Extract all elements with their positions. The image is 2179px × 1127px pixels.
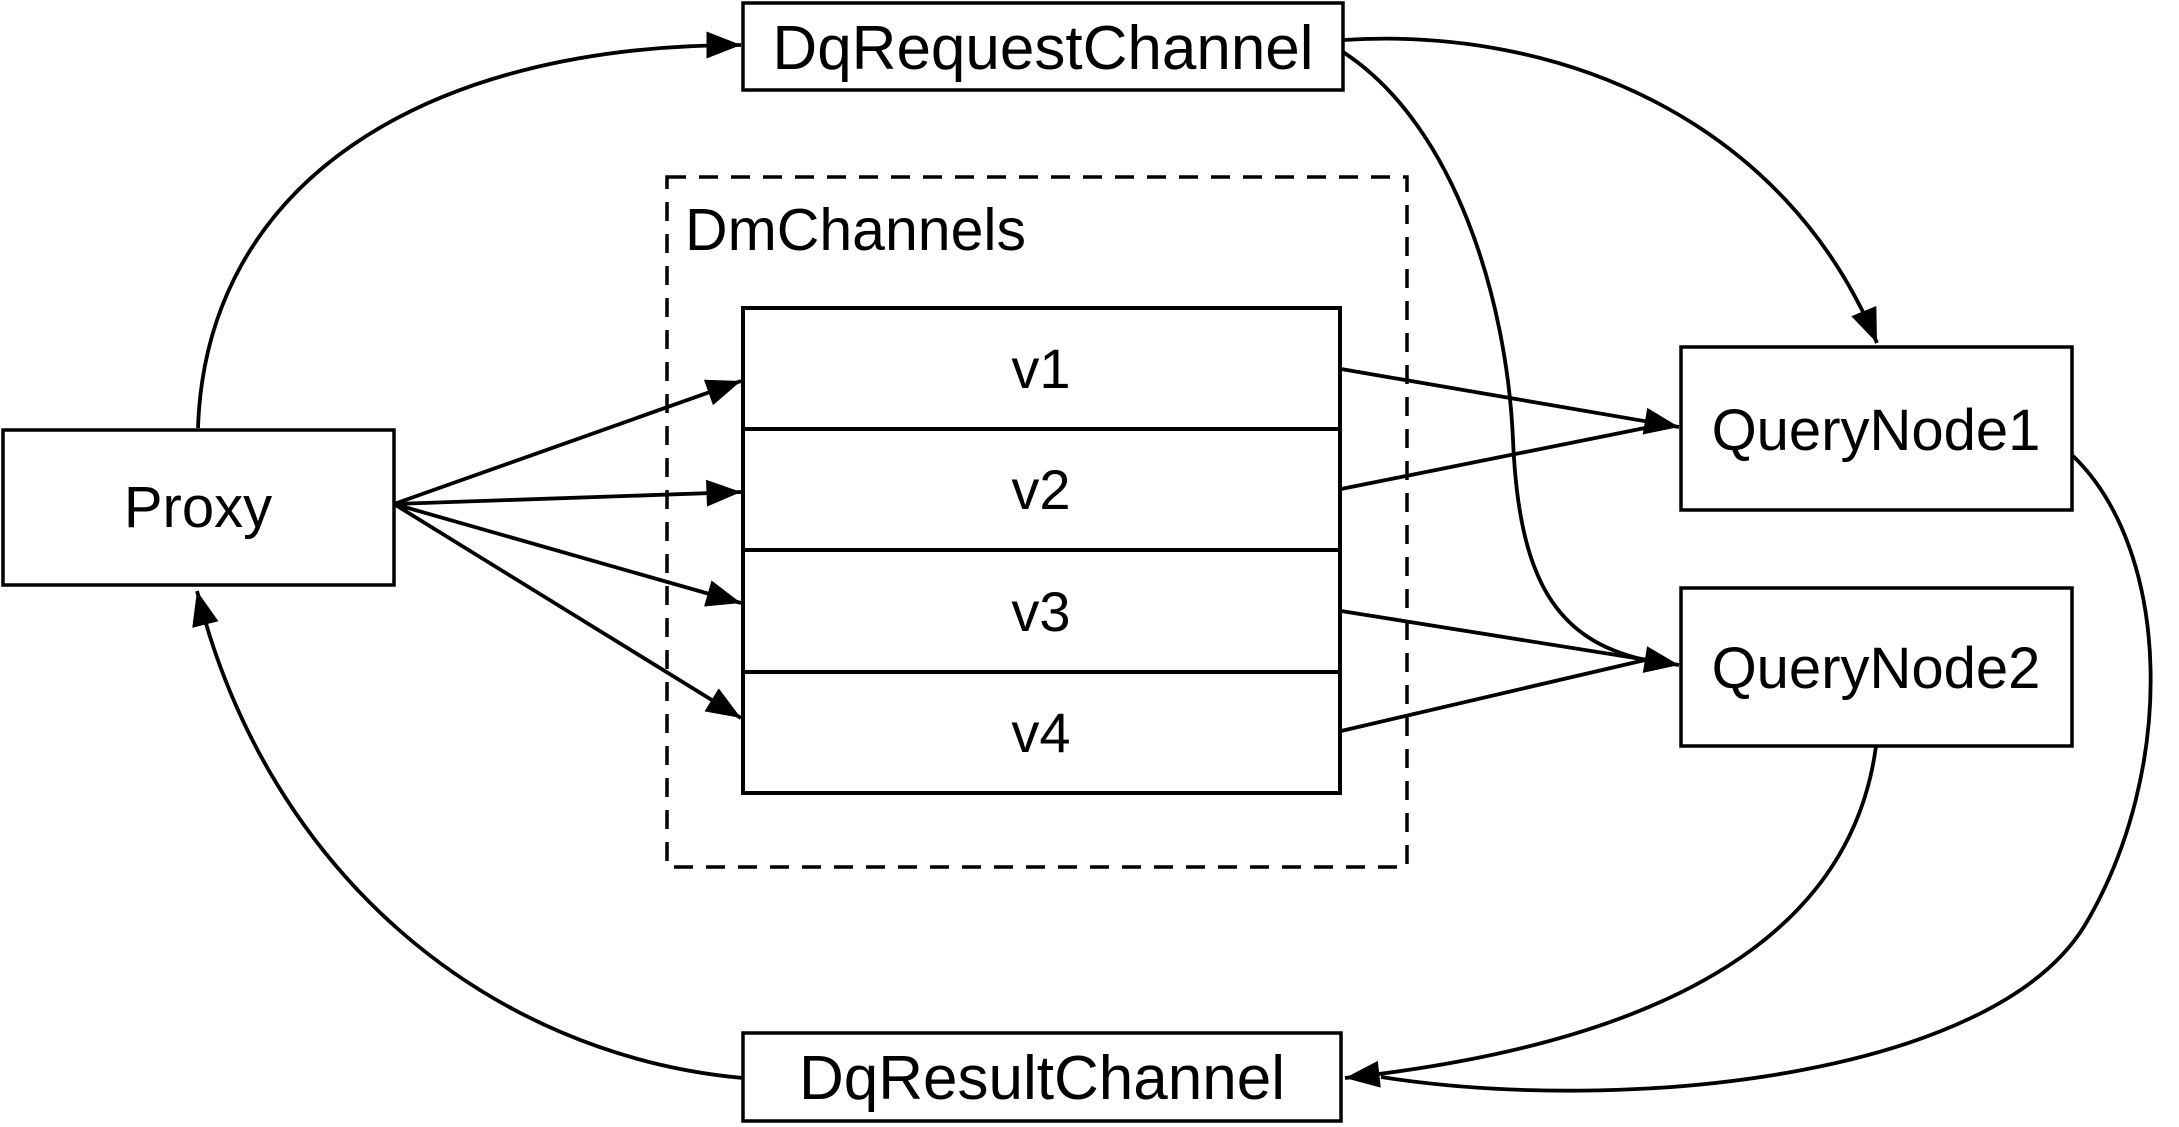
- edge-dqresultchannel-to-proxy: [192, 590, 744, 1080]
- channel-v2-label: v2: [1011, 458, 1070, 521]
- edge-proxy-to-v1: [393, 379, 742, 506]
- query-node-1-label: QueryNode1: [1712, 398, 2041, 463]
- edge-querynode2-to-dqresultchannel: [1344, 745, 1878, 1088]
- proxy-box: [1, 428, 396, 587]
- channel-stack: v1 v2 v3 v4: [741, 306, 1342, 795]
- node-query-node-2: QueryNode2: [1679, 586, 2074, 748]
- dm-channels-group-box: [665, 175, 1409, 869]
- edge-proxy-to-v2: [393, 479, 742, 507]
- edge-proxy-to-v4: [393, 502, 742, 720]
- edge-v3-to-querynode2: [1340, 609, 1680, 673]
- edge-dqrequestchannel-to-querynode2: [1341, 50, 1646, 662]
- edge-proxy-to-dqrequestchannel: [196, 31, 742, 429]
- proxy-label: Proxy: [124, 475, 272, 540]
- edge-v4-to-querynode2: [1340, 658, 1646, 733]
- dq-result-channel-box: [741, 1031, 1343, 1123]
- channel-v3-label: v3: [1011, 580, 1070, 643]
- query-node-2-box: [1679, 586, 2074, 748]
- dq-request-channel-label: DqRequestChannel: [772, 14, 1313, 83]
- node-dq-result-channel: DqResultChannel: [741, 1031, 1343, 1123]
- channel-v4-label: v4: [1011, 701, 1070, 764]
- dq-result-channel-label: DqResultChannel: [799, 1044, 1285, 1113]
- edge-proxy-to-v3: [393, 502, 742, 607]
- query-node-2-label: QueryNode2: [1712, 636, 2041, 701]
- node-proxy: Proxy: [1, 428, 396, 587]
- edge-dqrequestchannel-to-querynode1: [1342, 36, 1879, 344]
- node-query-node-1: QueryNode1: [1679, 345, 2074, 512]
- channel-v1-label: v1: [1011, 337, 1070, 400]
- dm-channels-group-label: DmChannels: [685, 197, 1026, 263]
- query-node-1-box: [1679, 345, 2074, 512]
- dq-request-channel-box: [741, 1, 1345, 92]
- edge-layer: [192, 31, 2153, 1093]
- node-dq-request-channel: DqRequestChannel: [741, 1, 1345, 92]
- edge-querynode1-to-dqresultchannel: [1380, 453, 2153, 1093]
- edge-v2-to-querynode1: [1340, 426, 1646, 491]
